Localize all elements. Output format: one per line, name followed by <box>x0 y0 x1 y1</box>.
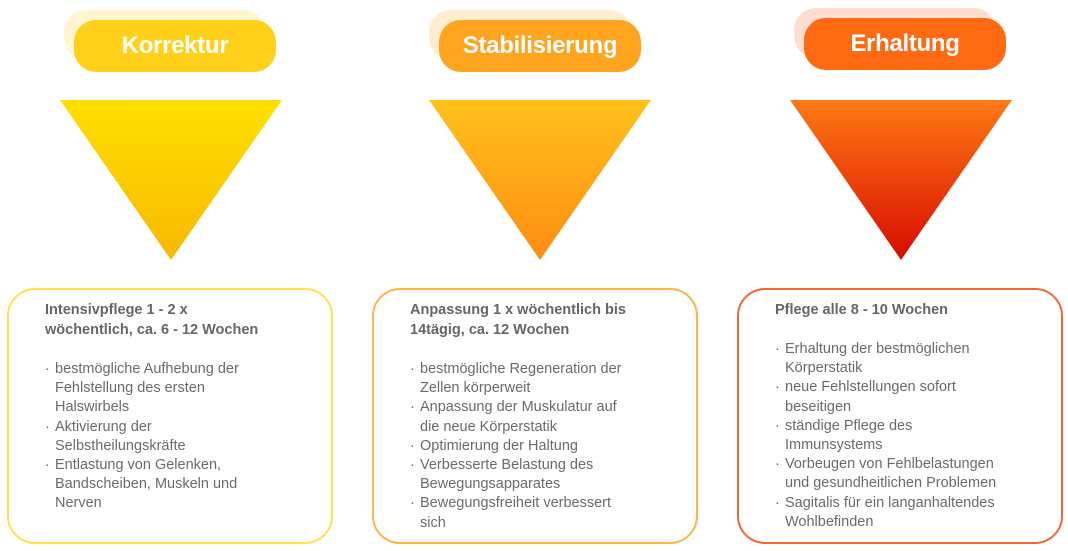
card-title: Intensivpflege 1 - 2 x wöchentlich, ca. … <box>45 302 259 338</box>
list-item: Aktivierung der Selbstheilungskräfte <box>45 418 311 456</box>
card-title: Anpassung 1 x wöchentlich bis 14tägig, c… <box>410 302 626 338</box>
benefit-list: bestmögliche Regeneration der Zellen kör… <box>410 360 676 533</box>
list-item: Bewegungsfreiheit verbessert sich <box>410 494 676 532</box>
funnel-triangle-icon <box>60 100 282 260</box>
phase-title-pill: Erhaltung <box>804 18 1006 70</box>
phase-card: Pflege alle 8 - 10 Wochen Erhaltung der … <box>737 288 1063 544</box>
benefit-list: Erhaltung der bestmöglichen Körperstatik… <box>775 340 1041 532</box>
list-item: Anpassung der Muskulatur auf die neue Kö… <box>410 398 676 436</box>
list-item: Optimierung der Haltung <box>410 437 676 456</box>
list-item: neue Fehlstellungen sofort beseitigen <box>775 378 1041 416</box>
phase-column-erhaltung: Erhaltung Pflege alle 8 - 10 Wochen Erha… <box>730 0 1068 551</box>
phase-column-korrektur: Korrektur Intensivpflege 1 - 2 x wöchent… <box>0 0 340 551</box>
list-item: Verbesserte Belastung des Bewegungsappar… <box>410 456 676 494</box>
phase-title-pill: Korrektur <box>74 20 276 72</box>
list-item: Sagitalis für ein langanhaltendes Wohlbe… <box>775 494 1041 532</box>
list-item: Erhaltung der bestmöglichen Körperstatik <box>775 340 1041 378</box>
phase-title-pill: Stabilisierung <box>439 20 641 72</box>
phase-column-stabilisierung: Stabilisierung Anpassung 1 x wöchentlich… <box>365 0 705 551</box>
list-item: ständige Pflege des Immunsystems <box>775 417 1041 455</box>
phase-card: Anpassung 1 x wöchentlich bis 14tägig, c… <box>372 288 698 544</box>
list-item: bestmögliche Aufhebung der Fehlstellung … <box>45 360 311 418</box>
list-item: Vorbeugen von Fehlbelastungen und gesund… <box>775 455 1041 493</box>
list-item: bestmögliche Regeneration der Zellen kör… <box>410 360 676 398</box>
list-item: Entlastung von Gelenken, Bandscheiben, M… <box>45 456 311 514</box>
phase-card: Intensivpflege 1 - 2 x wöchentlich, ca. … <box>7 288 333 544</box>
card-title: Pflege alle 8 - 10 Wochen <box>775 302 948 318</box>
benefit-list: bestmögliche Aufhebung der Fehlstellung … <box>45 360 311 514</box>
funnel-triangle-icon <box>790 100 1012 260</box>
funnel-triangle-icon <box>429 100 651 260</box>
